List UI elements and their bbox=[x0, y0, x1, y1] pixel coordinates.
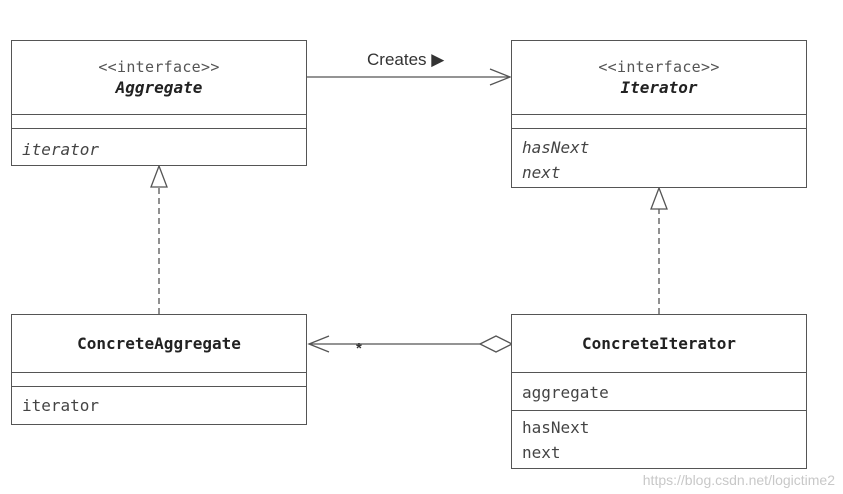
iterator-method-next: next bbox=[522, 163, 561, 182]
concrete-aggregate-method: iterator bbox=[22, 396, 100, 415]
multiplicity-label: * bbox=[356, 340, 362, 357]
iterator-name: Iterator bbox=[620, 78, 698, 97]
creates-arrowhead bbox=[489, 68, 512, 86]
concrete-iterator-fields: aggregate bbox=[512, 373, 806, 411]
concrete-aggregate-fields bbox=[12, 373, 306, 387]
concrete-aggregate-header: ConcreteAggregate bbox=[12, 315, 306, 373]
concrete-iterator-header: ConcreteIterator bbox=[512, 315, 806, 373]
concrete-iterator-method-next: next bbox=[522, 443, 561, 462]
iterator-fields bbox=[512, 115, 806, 129]
concrete-aggregate-methods: iterator bbox=[12, 387, 306, 418]
concrete-iterator-method-hasnext: hasNext bbox=[522, 418, 590, 437]
aggregate-header: <<interface>> Aggregate bbox=[12, 41, 306, 115]
iterator-methods: hasNext next bbox=[512, 129, 806, 185]
watermark-text: https://blog.csdn.net/logictime2 bbox=[642, 472, 835, 488]
iterator-method-hasnext: hasNext bbox=[522, 138, 590, 157]
aggregate-method: iterator bbox=[22, 140, 100, 159]
aggregation-arrowhead bbox=[307, 335, 330, 353]
concrete-iterator-name: ConcreteIterator bbox=[581, 334, 737, 353]
concrete-iterator-field-aggregate: aggregate bbox=[522, 383, 609, 402]
iterator-class-box: <<interface>> Iterator hasNext next bbox=[511, 40, 807, 188]
iterator-header: <<interface>> Iterator bbox=[512, 41, 806, 115]
creates-label: Creates ▶ bbox=[367, 50, 445, 69]
aggregate-realization-arrowhead bbox=[150, 164, 168, 188]
concrete-iterator-class-box: ConcreteIterator aggregate hasNext next bbox=[511, 314, 807, 469]
aggregate-name: Aggregate bbox=[115, 78, 203, 97]
aggregate-stereotype: <<interface>> bbox=[98, 58, 220, 76]
aggregate-fields bbox=[12, 115, 306, 129]
aggregate-class-box: <<interface>> Aggregate iterator bbox=[11, 40, 307, 166]
concrete-iterator-methods: hasNext next bbox=[512, 411, 806, 465]
concrete-aggregate-name: ConcreteAggregate bbox=[77, 334, 241, 353]
aggregate-methods: iterator bbox=[12, 129, 306, 162]
concrete-aggregate-class-box: ConcreteAggregate iterator bbox=[11, 314, 307, 425]
iterator-stereotype: <<interface>> bbox=[598, 58, 720, 76]
iterator-realization-arrowhead bbox=[650, 186, 668, 210]
aggregation-diamond bbox=[478, 335, 514, 353]
